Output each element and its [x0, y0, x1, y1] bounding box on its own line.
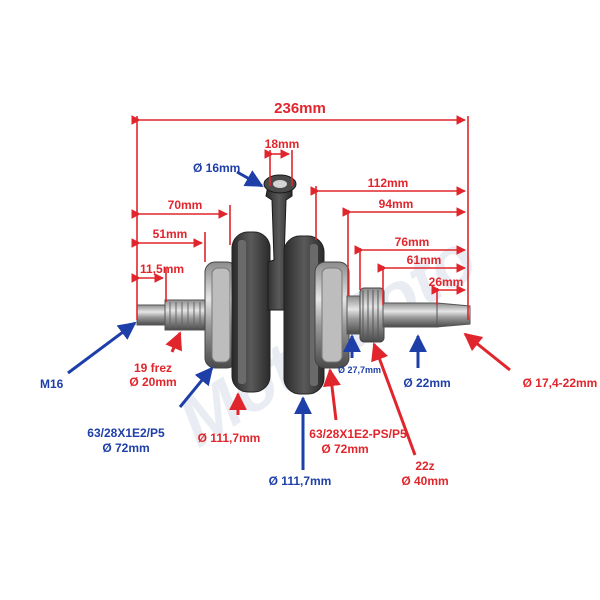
taper-label: Ø 17,4-22mm — [523, 376, 598, 390]
dim-76-label: 76mm — [395, 235, 430, 249]
dim-51-label: 51mm — [153, 227, 188, 241]
spline-label-line1: 19 frez — [134, 361, 172, 375]
left-bearing-label-line1: 63/28X1E2/P5 — [87, 426, 165, 440]
left-thread-stub — [136, 304, 168, 326]
dim-112-label: 112mm — [368, 176, 409, 190]
pin-diameter-label: Ø 16mm — [193, 161, 240, 175]
total-length-label: 236mm — [274, 100, 326, 117]
dim-70-label: 70mm — [168, 198, 203, 212]
drive-gear — [359, 287, 385, 343]
right-flywheel-label: Ø 111,7mm — [269, 474, 332, 488]
seat-label: Ø 27,7mm — [338, 365, 381, 375]
tapered-end — [436, 302, 471, 328]
left-flywheel — [231, 231, 271, 393]
shaft-label: Ø 22mm — [403, 376, 450, 390]
crankshaft-illustration — [136, 174, 471, 395]
bearing-seat — [346, 295, 362, 335]
dim-94-label: 94mm — [379, 197, 414, 211]
thread-label: M16 — [40, 377, 64, 391]
left-flywheel-label: Ø 111,7mm — [198, 431, 261, 445]
left-spline-shaft — [164, 299, 208, 331]
right-bearing-label-line2: Ø 72mm — [321, 442, 368, 456]
right-shaft — [382, 302, 439, 328]
right-bearing-label-line1: 63/28X1E2-PS/P5 — [309, 427, 407, 441]
dim-61-label: 61mm — [407, 253, 442, 267]
spline-label-line2: Ø 20mm — [129, 375, 176, 389]
dim-11-label: 11,5mm — [140, 262, 184, 276]
dim-26-label: 26mm — [429, 275, 464, 289]
gear-label-line2: Ø 40mm — [401, 474, 448, 488]
conrod-width-label: 18mm — [265, 137, 300, 151]
gear-label-line1: 22z — [415, 459, 434, 473]
left-bearing-label-line2: Ø 72mm — [102, 441, 149, 455]
